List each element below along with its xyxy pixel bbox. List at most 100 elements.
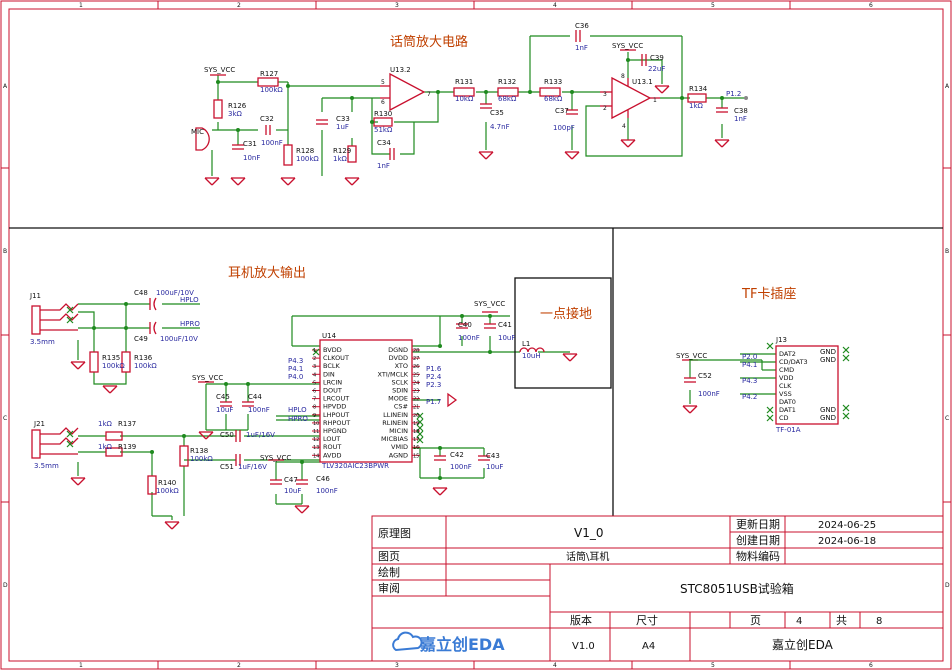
net-p24: P2.4 (426, 373, 442, 381)
u131-pin2: 2 (603, 105, 607, 112)
tb-create-label: 创建日期 (736, 533, 780, 547)
c49-val: 100uF/10V (160, 335, 198, 343)
row-label-b: B (3, 248, 7, 255)
tf-gnd-2: GND (820, 356, 836, 364)
r136-val: 100kΩ (134, 362, 157, 370)
r130-ref: R130 (374, 110, 392, 118)
c35-ref: C35 (490, 109, 504, 117)
u14-pin-num-right: 24 (413, 380, 419, 386)
col-label-3-bottom: 3 (395, 662, 399, 669)
col-label-2-bottom: 2 (237, 662, 241, 669)
u14-pin-avdd: AVDD (323, 451, 342, 459)
net-sys-vcc-c47: SYS_VCC (260, 454, 291, 462)
tb-size-label: 尺寸 (636, 613, 658, 627)
net-sys-vcc-c41: SYS_VCC (474, 300, 505, 308)
u14-pin-stubs (312, 349, 420, 456)
row-label-d-right: D (945, 582, 950, 589)
r135-ref: R135 (102, 354, 120, 362)
u14-pin-num-right: 26 (413, 364, 419, 370)
cloud-icon (392, 631, 423, 652)
section-title-tf-card: TF卡插座 (741, 287, 796, 302)
c52-ref: C52 (698, 372, 712, 380)
col-label-4: 4 (553, 2, 557, 9)
tf-pin-clk: CLK (779, 382, 792, 390)
c51-val: 1uF/16V (238, 463, 267, 471)
tf-gnd-3: GND (820, 406, 836, 414)
gnd-r140 (164, 521, 180, 530)
c38-ref: C38 (734, 107, 748, 115)
r127-ref: R127 (260, 70, 278, 78)
tf-net-p43: P4.3 (742, 377, 757, 385)
u14-pin-lrcin: LRCIN (323, 378, 342, 386)
tb-total-num: 8 (876, 616, 882, 627)
gnd-c37 (564, 151, 580, 160)
c40-val: 100nF (458, 334, 480, 342)
c51-ref: C51 (220, 463, 234, 471)
gnd-c35 (478, 151, 494, 160)
u14-pin-num-right: 23 (413, 389, 419, 395)
u14-pin-num-right: 17 (413, 437, 419, 443)
u14-part: TLV320AIC23BPWR (321, 462, 389, 470)
col-label-2: 2 (237, 2, 241, 9)
tb-page-name: 话筒\耳机 (566, 550, 609, 563)
u14-pin-rout: ROUT (323, 443, 341, 451)
u14-pin-num-left: 2 (313, 356, 316, 362)
c47-ref: C47 (284, 476, 298, 484)
net-hplo-u14: HPLO (288, 406, 307, 414)
c34-ref: C34 (377, 139, 391, 147)
j11-size: 3.5mm (30, 338, 55, 346)
c43-val: 10uF (486, 463, 503, 471)
mic-label: MIC (191, 128, 204, 136)
u14-pin-lhpout: LHPOUT (323, 411, 349, 419)
tf-labels: SYS_VCC C52 100nF J13 TF-01A P2.0 P4.1 P… (676, 336, 836, 434)
r138-val: 100kΩ (190, 455, 213, 463)
u14-pin-hpgnd: HPGND (323, 427, 347, 435)
tb-update-date: 2024-06-25 (818, 520, 876, 531)
r140-ref: R140 (158, 479, 176, 487)
tf-net-p20: P2.0 (742, 353, 757, 361)
u14-pin-num-left: 6 (313, 389, 316, 395)
r130-val: 51kΩ (374, 126, 393, 134)
gnd-j21 (70, 477, 86, 486)
net-p41: P4.1 (288, 365, 303, 373)
gnd-r135-r136 (102, 385, 118, 394)
c39-ref: C39 (650, 54, 664, 62)
tb-project-name: STC8051USB试验箱 (680, 581, 794, 596)
col-label-5-bottom: 5 (711, 662, 715, 669)
net-p23: P2.3 (426, 381, 441, 389)
tf-pin-dat1: DAT1 (779, 406, 796, 414)
tf-pin-dat0: DAT0 (779, 398, 796, 406)
r135-val: 100kΩ (102, 362, 125, 370)
u14-pin-num-right: 25 (413, 372, 419, 378)
c52-val: 100nF (698, 390, 720, 398)
net-p16: P1.6 (426, 365, 442, 373)
u131-pin1: 1 (653, 97, 657, 104)
tb-ver-value: V1.0 (572, 641, 595, 652)
u14-pin-micin: MICIN (389, 427, 408, 435)
u14-pin-num-left: 9 (313, 413, 316, 419)
u14-pin-llinein: LLINEIN (383, 411, 408, 419)
u14-pin-num-left: 10 (313, 421, 319, 427)
c41-ref: C41 (498, 321, 512, 329)
tb-ver-label: 版本 (570, 613, 592, 627)
c43-ref: C43 (486, 452, 500, 460)
net-sys-vcc-u131: SYS_VCC (612, 42, 643, 50)
r128-ref: R128 (296, 147, 314, 155)
r126-val: 3kΩ (228, 110, 243, 118)
tb-page-label: 图页 (378, 550, 400, 563)
u14-pin-num-left: 1 (313, 348, 316, 354)
u14-pin-sclk: SCLK (391, 378, 408, 386)
section-title-ground: 一点接地 (540, 306, 592, 322)
r139-ref: R139 (118, 443, 136, 451)
tb-draw-label: 绘制 (378, 565, 400, 579)
title-block-text: 原理图 V1_0 更新日期 2024-06-25 创建日期 2024-06-18… (378, 517, 882, 652)
u131-pin3: 3 (603, 91, 607, 98)
col-label-1-bottom: 1 (79, 662, 83, 669)
c36-val: 1nF (575, 44, 588, 52)
u14-pin-lout: LOUT (323, 435, 340, 443)
l1-ref: L1 (522, 340, 530, 348)
u14-pin-num-left: 4 (313, 372, 316, 378)
u14-pin-micbias: MICBIAS (381, 435, 408, 443)
net-hpro-u14: HPRO (288, 415, 308, 423)
u14-pin-num-left: 7 (313, 397, 316, 403)
